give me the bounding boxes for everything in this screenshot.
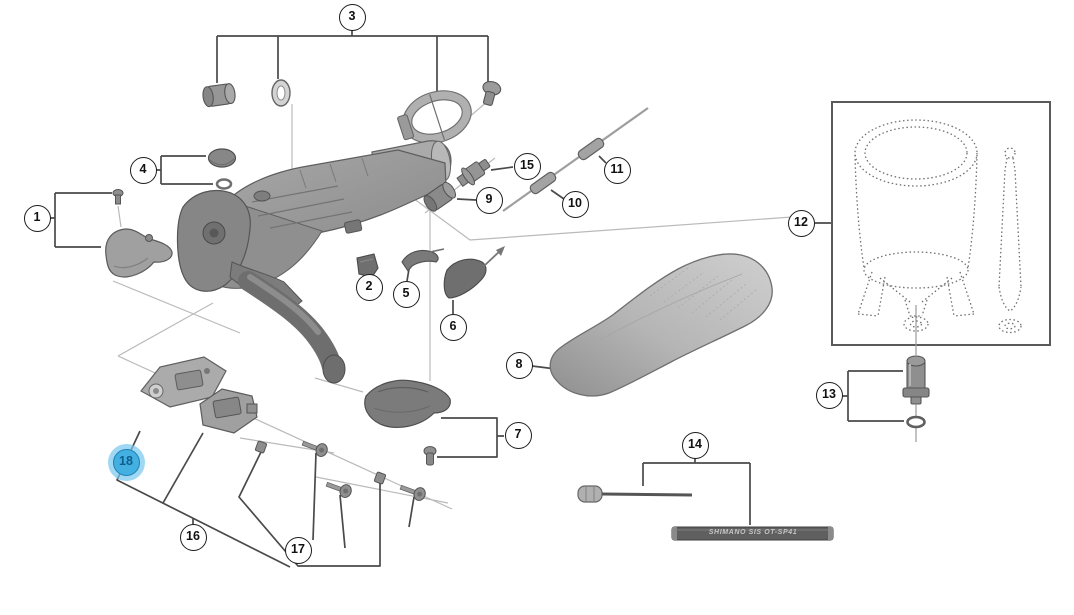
screw-1 <box>112 189 124 205</box>
shift-paddle-1 <box>105 228 173 278</box>
bleed-funnel-dotted <box>854 119 978 332</box>
clamp-band <box>397 90 472 144</box>
bleed-syringe-dotted <box>998 147 1022 334</box>
bleed-kit-box <box>831 101 1051 346</box>
inner-cable-14 <box>577 485 693 503</box>
oval-washer <box>271 79 291 107</box>
part-13-nipple <box>902 355 930 405</box>
oring-4 <box>215 178 233 190</box>
part-15-plug <box>456 159 491 187</box>
callout-5[interactable]: 5 <box>392 280 420 308</box>
clamp-screw <box>482 80 502 106</box>
shift-cable <box>502 107 649 212</box>
part-6-plate <box>443 246 505 299</box>
callout-14[interactable]: 14 <box>681 431 709 459</box>
part-9-boot <box>423 181 457 212</box>
brake-hood-cover <box>549 253 773 397</box>
callout-7[interactable]: 7 <box>504 421 532 449</box>
screw-7 <box>423 446 437 466</box>
callout-2[interactable]: 2 <box>355 273 383 301</box>
callout-6[interactable]: 6 <box>439 313 467 341</box>
callout-17[interactable]: 17 <box>284 536 312 564</box>
callout-4[interactable]: 4 <box>129 156 157 184</box>
callout-10[interactable]: 10 <box>561 190 589 218</box>
clamp-nut <box>202 83 236 108</box>
callout-16[interactable]: 16 <box>179 523 207 551</box>
callout-15[interactable]: 15 <box>513 152 541 180</box>
callout-8[interactable]: 8 <box>505 351 533 379</box>
callout-12[interactable]: 12 <box>787 209 815 237</box>
cable-ferrule-10 <box>529 171 557 195</box>
outer-housing-14 <box>671 526 834 541</box>
fastener-nut <box>373 471 387 485</box>
part-5-clip <box>401 248 445 272</box>
callout-9[interactable]: 9 <box>475 186 503 214</box>
bracket-lines <box>50 30 904 568</box>
fastener-bolt <box>301 440 328 457</box>
switch-unit-right <box>199 388 258 434</box>
part-2-block <box>356 253 379 278</box>
main-lever-assembly <box>176 140 452 384</box>
fastener-nut <box>254 440 268 454</box>
callout-1[interactable]: 1 <box>23 204 51 232</box>
fastener-bolt <box>399 484 426 501</box>
part-7-cover <box>364 379 451 428</box>
part-13-oring <box>906 415 926 429</box>
callout-11[interactable]: 11 <box>603 156 631 184</box>
callout-13[interactable]: 13 <box>815 381 843 409</box>
callout-3[interactable]: 3 <box>338 3 366 31</box>
cap-4 <box>207 148 237 168</box>
fastener-bolt <box>325 481 352 498</box>
callout-18[interactable]: 18 <box>112 448 140 476</box>
switch-unit-left <box>140 356 227 408</box>
cable-ferrule-11 <box>577 137 605 161</box>
